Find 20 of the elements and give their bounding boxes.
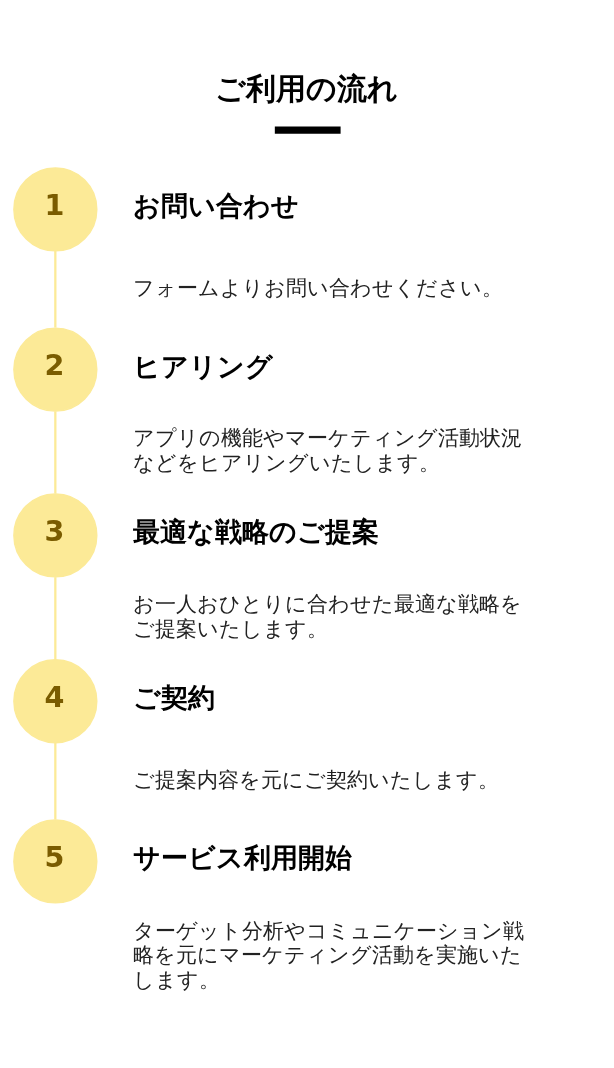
node-label: ヒアリング bbox=[132, 350, 273, 382]
node-label: アプリの機能やマーケティング活動状況などをヒアリングいたします。 bbox=[132, 425, 522, 475]
node-label: サービス利用開始 bbox=[132, 842, 352, 874]
connector bbox=[54, 250, 57, 328]
node-circle: 3 bbox=[13, 493, 98, 578]
node-label: お一人おひとりに合わせた最適な戦略をご提案いたします。 bbox=[132, 591, 522, 641]
diagram-title: ご利用の流れ bbox=[215, 71, 399, 107]
node-label: ご提案内容を元にご契約いたします。 bbox=[132, 767, 499, 793]
connector bbox=[54, 411, 57, 494]
connector bbox=[54, 577, 57, 660]
node-circle: 4 bbox=[13, 659, 98, 744]
node-circle: 1 bbox=[13, 167, 98, 252]
node-label: ご契約 bbox=[132, 682, 215, 714]
node-label: フォームよりお問い合わせください。 bbox=[132, 275, 503, 301]
node-circle: 5 bbox=[13, 819, 98, 904]
node-circle: 2 bbox=[13, 327, 98, 412]
node-label: お問い合わせ bbox=[132, 190, 299, 222]
connector bbox=[54, 742, 57, 820]
node-label: 最適な戦略のご提案 bbox=[132, 516, 379, 548]
node-label: ターゲット分析やコミュニケーション戦略を元にマーケティング活動を実施いたします。 bbox=[132, 917, 524, 992]
